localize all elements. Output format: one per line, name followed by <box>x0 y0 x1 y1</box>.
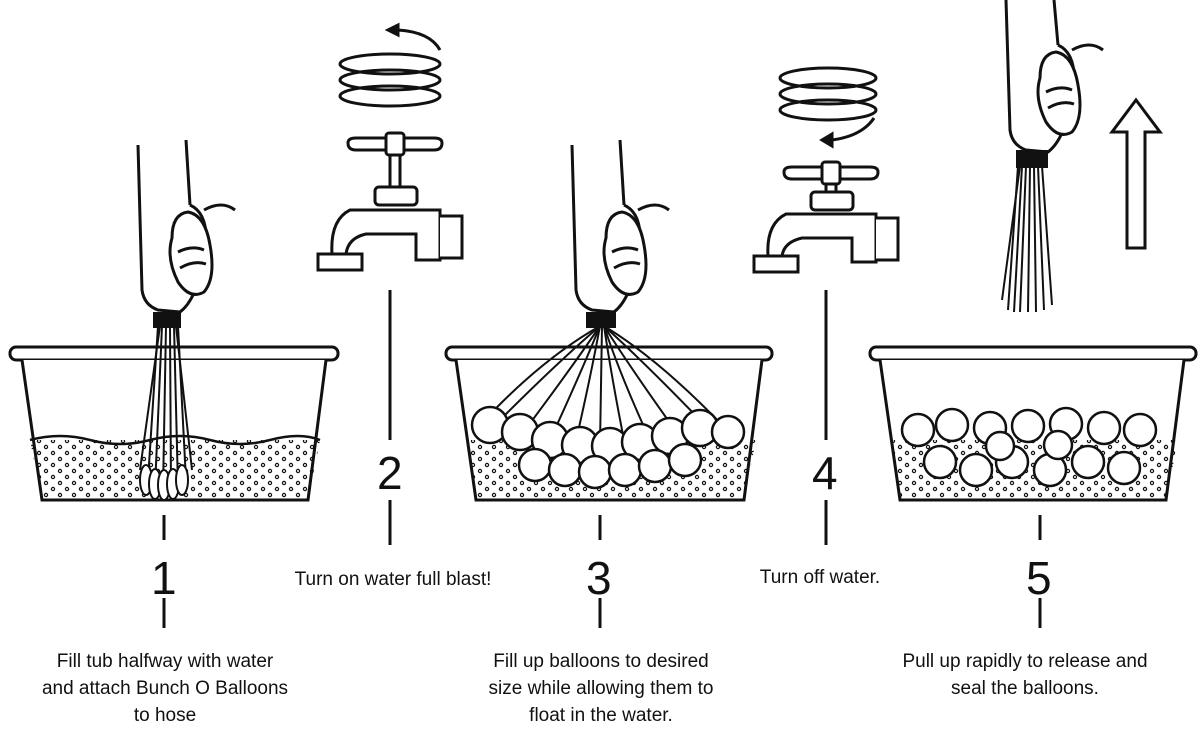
hose-connector <box>586 312 616 328</box>
faucet-icon <box>752 160 900 274</box>
caption-line: Turn on water full blast! <box>294 569 492 590</box>
caption-line: Fill tub halfway with water <box>56 651 274 672</box>
caption-line: seal the balloons. <box>951 678 1099 699</box>
step-1-caption: Fill tub halfway with water and attach B… <box>20 648 310 729</box>
hose-connector <box>153 312 181 328</box>
caption-line: Fill up balloons to desired <box>493 651 709 672</box>
hose-connector <box>1016 150 1048 168</box>
caption-line: Pull up rapidly to release and <box>902 651 1148 672</box>
step-number-4: 4 <box>812 447 838 499</box>
step-2-illustration <box>316 22 464 545</box>
sealed-balloons <box>900 406 1158 488</box>
step-5-caption: Pull up rapidly to release and seal the … <box>860 648 1190 702</box>
step-number-2: 2 <box>377 447 403 499</box>
caption-line: and attach Bunch O Balloons <box>41 678 289 699</box>
faucet-icon <box>316 131 464 272</box>
step-5-illustration <box>868 0 1198 628</box>
up-arrow-icon <box>1109 97 1163 250</box>
step-3-illustration <box>444 139 774 628</box>
rotate-arrow-icon <box>778 66 878 149</box>
step-number-5: 5 <box>1026 552 1052 604</box>
caption-line: Turn off water. <box>759 567 881 588</box>
step-4-caption: Turn off water. <box>720 564 920 591</box>
deflated-balloons <box>139 464 189 501</box>
step-1-illustration <box>8 139 340 502</box>
caption-line: size while allowing them to <box>488 678 714 699</box>
caption-line: to hose <box>133 705 197 726</box>
filled-balloons <box>470 405 746 490</box>
hand-icon <box>570 139 670 314</box>
step-number-1: 1 <box>151 552 177 604</box>
step-3-caption: Fill up balloons to desired size while a… <box>446 648 756 729</box>
rotate-arrow-icon <box>338 22 442 108</box>
step-number-3: 3 <box>586 552 612 604</box>
step-2-caption: Turn on water full blast! <box>248 566 538 593</box>
hand-icon <box>1004 0 1104 154</box>
hand-icon <box>136 139 236 314</box>
released-tubes <box>1001 165 1053 313</box>
caption-line: float in the water. <box>529 705 673 726</box>
step-4-illustration <box>752 66 900 545</box>
balloon-tubes <box>139 325 193 491</box>
